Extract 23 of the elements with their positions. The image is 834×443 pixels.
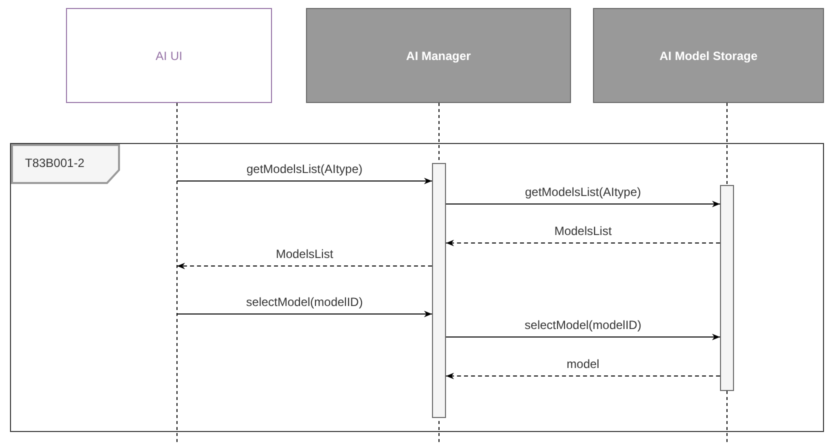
edge-label: model (566, 357, 600, 371)
participant-name: AI Model Storage (659, 48, 758, 62)
frame-tab (11, 144, 121, 184)
return-arrow (176, 262, 432, 270)
activation-bar (720, 185, 734, 391)
participant-box (593, 8, 824, 103)
message-arrow (176, 310, 432, 318)
edge-label: ModelsList (276, 247, 334, 261)
edge-label: selectModel(modelID) (524, 318, 642, 332)
message-arrow (176, 178, 432, 184)
return-arrow (446, 372, 720, 380)
return-arrow (446, 240, 720, 246)
message-arrow (446, 334, 720, 340)
participant-name: AI UI (156, 48, 182, 62)
participant-name: AI Manager (406, 48, 471, 62)
participant-box (306, 8, 571, 103)
edge-label: getModelsList(AItype) (246, 162, 363, 176)
message-arrow (446, 200, 720, 208)
frame-label: T83B001-2 (25, 156, 84, 170)
edge-label: selectModel(modelID) (246, 295, 363, 309)
edge-label: getModelsList(AItype) (524, 185, 642, 199)
edge-label: ModelsList (554, 224, 612, 238)
activation-bar (432, 163, 446, 418)
